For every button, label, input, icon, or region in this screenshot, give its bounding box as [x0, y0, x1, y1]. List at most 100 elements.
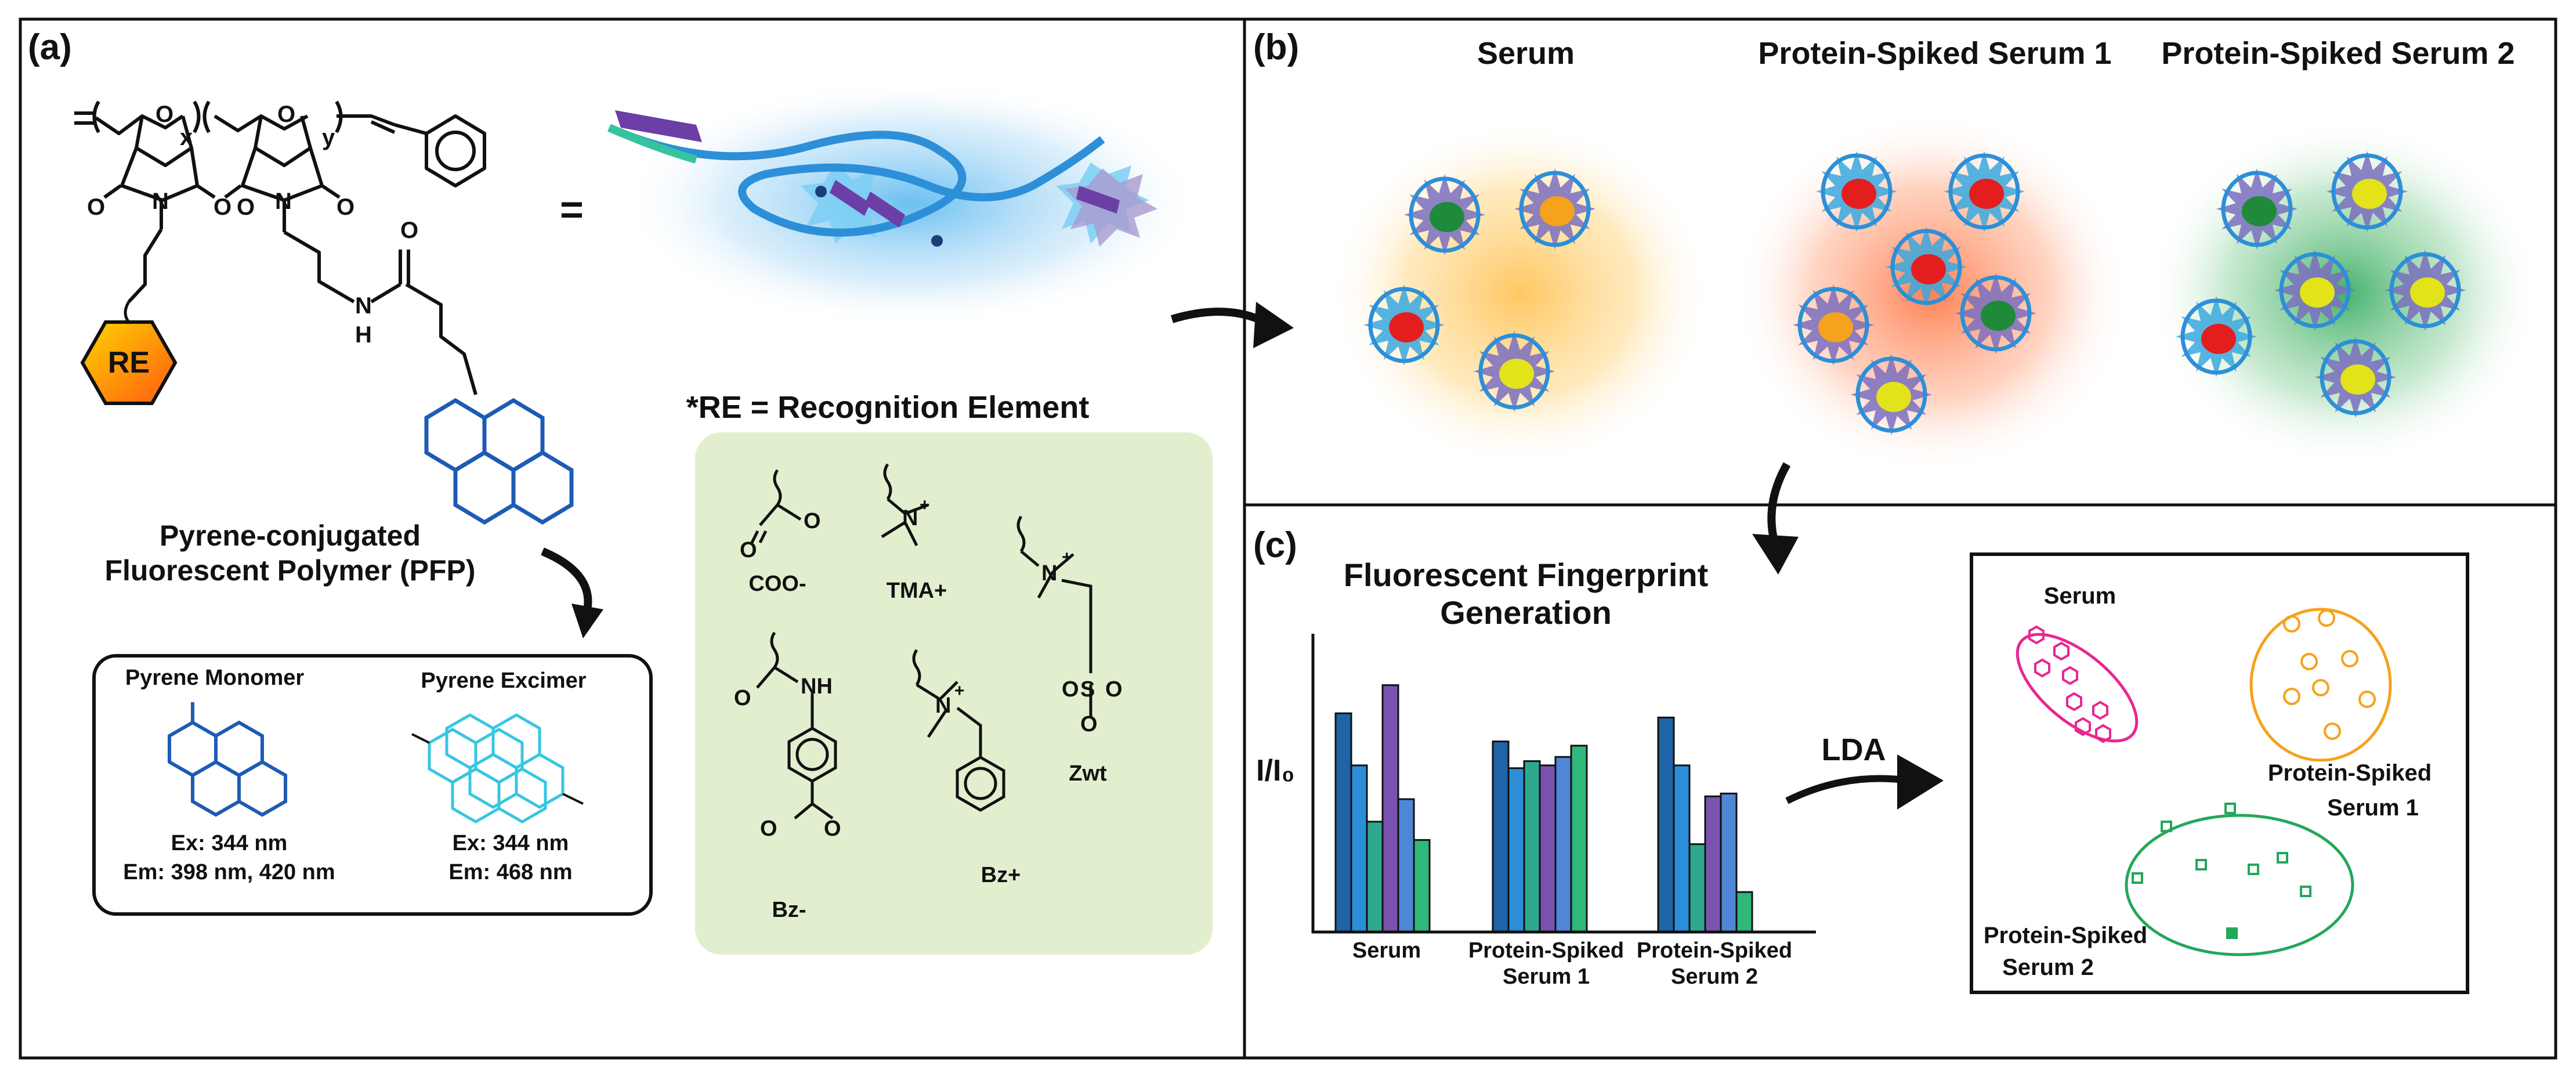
chart-ylabel: I/I₀	[1256, 754, 1295, 788]
serum-complex-1-protein-icon	[1430, 202, 1464, 232]
sensor-protein-complexes	[1363, 151, 2466, 435]
amide-n-label: N	[355, 293, 372, 319]
arrow-to-pyrene-box	[541, 547, 603, 638]
pyrene-monomer-icon	[168, 702, 287, 817]
bar-serum-2	[1350, 764, 1368, 933]
spiked2-complex-1-polymer-loop	[2221, 171, 2293, 247]
serum-complex-2-polymer-loop	[1519, 171, 1591, 247]
spiked1-complex-5-polymer-loop	[1960, 275, 2032, 352]
spiked2-complex-2-polymer-loop	[2331, 153, 2403, 230]
pfp-caption-line1: Pyrene-conjugated	[160, 519, 421, 552]
re-label-bz-plus: Bz+	[981, 863, 1021, 887]
bar-spiked1-1	[1492, 741, 1510, 933]
svg-text:S: S	[1080, 677, 1095, 702]
bar-spiked1-2	[1507, 767, 1525, 933]
bar-spiked2-4	[1704, 795, 1722, 933]
spiked1-complex-3-protein-icon	[1911, 254, 1946, 284]
bar-spiked2-2	[1673, 764, 1691, 933]
lda-label-serum: Serum	[2044, 583, 2116, 609]
chart-category-serum: Serum	[1352, 938, 1421, 963]
pyrene-excimer-icon	[411, 713, 584, 823]
spiked2-complex-3-protein-icon	[2300, 277, 2335, 308]
svg-text:N: N	[1041, 561, 1057, 586]
bar-serum-4	[1381, 684, 1399, 933]
re-elements-box: O O COO- N + TMA+ N + S O O O Zwt	[695, 432, 1213, 955]
lda-plot: Serum Protein-Spiked Serum 1 Protein-Spi…	[1970, 552, 2469, 994]
spiked2-complex-5-protein-icon	[2201, 324, 2236, 354]
re-title: *RE = Recognition Element	[686, 390, 1090, 425]
re-coo-icon	[750, 469, 802, 544]
lda-label-spiked1-line1: Protein-Spiked	[2268, 760, 2432, 786]
pyrene-pendant-icon	[424, 398, 574, 525]
chart-bars	[1334, 684, 1753, 933]
equals-sign: =	[560, 187, 584, 232]
spiked2-complex-1-protein-icon	[2242, 196, 2277, 226]
lda-label-spiked2-line1: Protein-Spiked	[1984, 923, 2147, 948]
svg-text:+: +	[954, 681, 965, 700]
arrow-to-panel-b	[1170, 302, 1294, 348]
spiked1-cloud-illustration	[1735, 113, 2129, 473]
svg-text:O: O	[804, 509, 821, 533]
bar-spiked1-4	[1539, 764, 1557, 933]
polymer-x-label: x	[180, 125, 193, 150]
polymer-structure	[74, 100, 486, 395]
serum-complex-1-polymer-loop	[1409, 176, 1481, 253]
lda-points-spiked2	[2132, 803, 2311, 939]
panel-a: (a)	[28, 27, 1294, 955]
panel-b-title-spiked2: Protein-Spiked Serum 2	[2161, 36, 2515, 71]
serum-complex-3-protein-icon	[1389, 312, 1424, 342]
polymer-cartoon-illustration	[607, 78, 1201, 328]
bar-spiked1-3	[1523, 760, 1541, 933]
re-bz-plus-icon	[912, 649, 1005, 812]
spiked2-complex-5-polymer-loop	[2180, 298, 2252, 375]
bar-serum-6	[1413, 839, 1431, 933]
spiked1-complex-2-polymer-loop	[1948, 153, 2020, 230]
re-label-coo: COO-	[748, 572, 806, 596]
lda-arrow: LDA	[1785, 732, 1944, 810]
spiked1-complex-4-polymer-loop	[1797, 287, 1869, 363]
panel-a-label: (a)	[28, 27, 72, 67]
re-tma-icon	[881, 463, 929, 547]
spiked2-complex-4-protein-icon	[2410, 277, 2445, 308]
arrow-to-panel-c	[1752, 462, 1799, 575]
lda-ellipse-spiked2	[2125, 814, 2354, 956]
bar-spiked2-5	[1720, 792, 1738, 933]
panel-c-title-line1: Fluorescent Fingerprint	[1344, 557, 1709, 593]
polymer-atom-labels: O O O O N O O N O x y N H	[87, 102, 418, 348]
spiked1-complex-4-protein-icon	[1818, 312, 1853, 342]
fingerprint-bar-chart: I/I₀ Serum Protein-Spiked Serum 1 Protei…	[1256, 634, 1816, 989]
svg-text:N: N	[152, 189, 169, 214]
pyrene-monomer-ex: Ex: 344 nm	[171, 831, 288, 855]
figure-frame	[19, 17, 2557, 1060]
lda-ellipse-spiked1	[2249, 608, 2392, 762]
bar-spiked1-5	[1554, 756, 1572, 933]
lda-points-serum	[2028, 625, 2111, 743]
amide-h-label: H	[355, 322, 372, 348]
bar-serum-3	[1366, 821, 1384, 933]
panel-c-title-line2: Generation	[1440, 594, 1612, 631]
svg-text:N: N	[902, 506, 918, 530]
re-zwt-icon	[1016, 515, 1092, 717]
svg-text:O: O	[155, 102, 173, 127]
lda-label: LDA	[1822, 732, 1886, 767]
svg-text:+: +	[920, 496, 930, 515]
svg-text:N: N	[935, 693, 951, 718]
panel-b-title-serum: Serum	[1477, 36, 1575, 71]
panel-c: (c) Fluorescent Fingerprint Generation I…	[1253, 525, 2469, 994]
bar-spiked1-6	[1570, 745, 1588, 933]
chart-category-spiked2-line2: Serum 2	[1671, 965, 1758, 989]
svg-text:O: O	[740, 538, 757, 562]
spiked1-complex-1-polymer-loop	[1821, 153, 1893, 230]
bar-spiked2-3	[1688, 843, 1706, 933]
pyrene-excimer-title: Pyrene Excimer	[421, 669, 586, 693]
panel-b: (b) Serum Protein-Spiked Serum 1 Protein…	[1253, 27, 2541, 473]
svg-text:O: O	[237, 194, 255, 220]
spiked2-complex-3-polymer-loop	[2279, 252, 2351, 328]
spiked1-complex-6-protein-icon	[1876, 382, 1911, 412]
lda-ellipse-serum	[2016, 633, 2139, 743]
panel-c-label: (c)	[1253, 525, 1297, 565]
re-label-zwt: Zwt	[1069, 761, 1107, 786]
svg-text:O: O	[1105, 677, 1123, 702]
spiked1-complex-6-polymer-loop	[1855, 356, 1927, 433]
pyrene-excimer-ex: Ex: 344 nm	[453, 831, 569, 855]
